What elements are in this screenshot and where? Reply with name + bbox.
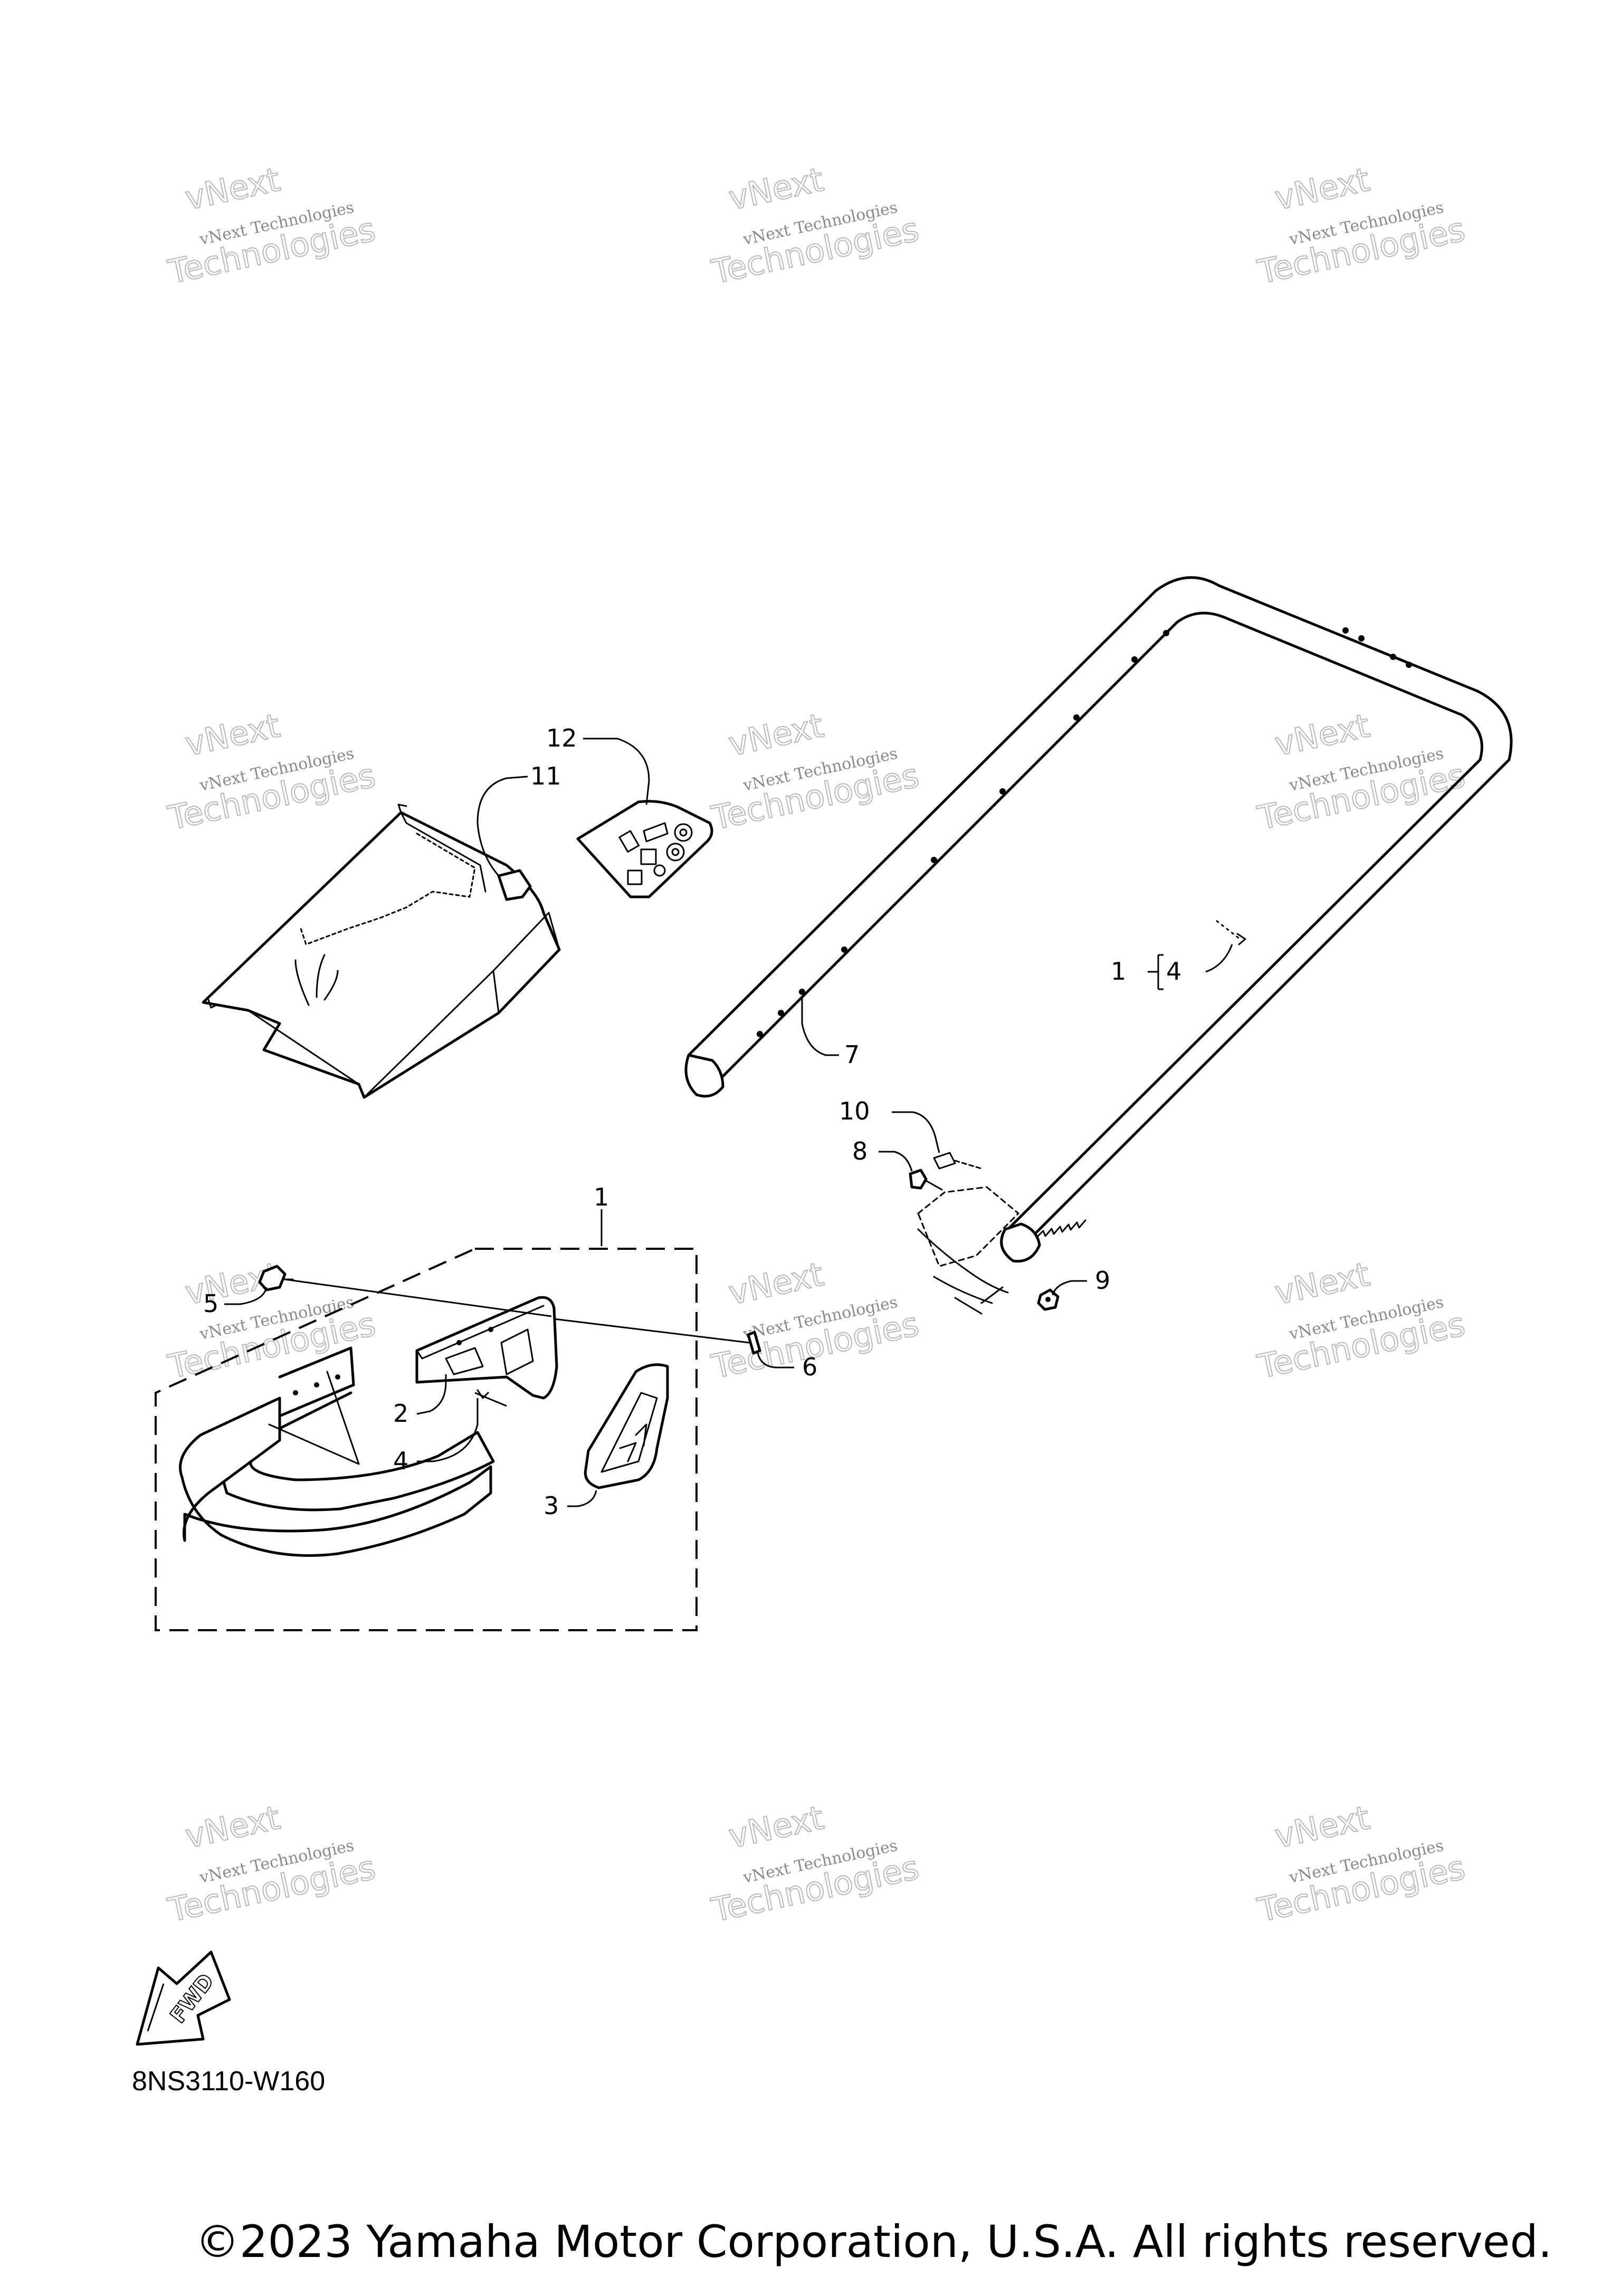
watermark: vNext vNext Technologies Technologies: [1254, 1797, 1469, 1930]
svg-text:vNext: vNext: [1272, 1798, 1373, 1855]
fwd-arrow-icon: FWD: [136, 1950, 231, 2046]
pin-part: [1216, 920, 1246, 945]
callout-7: 7: [844, 1040, 860, 1069]
hardware-kit-part: [576, 800, 713, 898]
bracket-part: [415, 1296, 558, 1400]
nut-part: [554, 1318, 761, 1355]
svg-text:vNext: vNext: [182, 706, 283, 763]
bolt-part: [909, 1169, 943, 1191]
screw-part: [933, 1152, 983, 1170]
callout-labels: 12 11 1 4 7 10 8 9 1 5 6 2 4 3: [203, 724, 1181, 1520]
callout-11: 11: [530, 762, 561, 790]
callout-3: 3: [543, 1491, 559, 1520]
watermark: vNext vNext Technologies Technologies: [164, 159, 379, 292]
watermark: vNext vNext Technologies Technologies: [708, 1797, 923, 1930]
callout-4-upper: 4: [1166, 957, 1181, 986]
bolt-part: [258, 1265, 552, 1317]
svg-text:vNext: vNext: [182, 1798, 283, 1855]
seat-pad-part: [202, 803, 561, 1099]
callout-1-upper: 1: [1111, 957, 1126, 986]
callout-12: 12: [546, 724, 577, 752]
callout-10: 10: [839, 1097, 870, 1125]
watermark: vNext vNext Technologies Technologies: [1254, 705, 1469, 838]
svg-text:vNext: vNext: [726, 1255, 827, 1312]
callout-8: 8: [852, 1137, 867, 1165]
watermark: vNext vNext Technologies Technologies: [1254, 159, 1469, 292]
svg-text:vNext: vNext: [1272, 1255, 1373, 1312]
watermark: vNext vNext Technologies Technologies: [708, 159, 923, 292]
callout-4-lower: 4: [393, 1447, 408, 1475]
handle-bar-part: [684, 576, 1513, 1315]
svg-text:vNext: vNext: [726, 160, 827, 217]
leader-lines: [224, 738, 1233, 1507]
step-plate-part: [584, 1363, 669, 1489]
pin-part: [474, 1389, 507, 1407]
watermark: vNext vNext Technologies Technologies: [164, 1797, 379, 1930]
nut-part: [1037, 1288, 1060, 1311]
watermark: vNext vNext Technologies Technologies: [708, 705, 923, 838]
callout-5: 5: [203, 1289, 218, 1318]
callout-6: 6: [802, 1353, 817, 1381]
watermark: vNext vNext Technologies Technologies: [1254, 1254, 1469, 1386]
watermark: vNext vNext Technologies Technologies: [164, 705, 379, 838]
diagram-code: 8NS3110-W160: [132, 2066, 326, 2097]
callout-1-assembly: 1: [594, 1183, 609, 1211]
svg-text:vNext: vNext: [1272, 706, 1373, 763]
callout-2: 2: [393, 1399, 408, 1428]
grab-rail-part: [179, 1346, 495, 1557]
svg-text:vNext: vNext: [726, 1798, 827, 1855]
svg-text:vNext: vNext: [182, 160, 283, 217]
svg-text:vNext: vNext: [1272, 160, 1373, 217]
svg-text:vNext: vNext: [726, 706, 827, 763]
assembly-box: [155, 1248, 698, 1631]
copyright-notice: ©2023 Yamaha Motor Corporation, U.S.A. A…: [195, 2216, 1552, 2268]
callout-9: 9: [1095, 1266, 1110, 1295]
